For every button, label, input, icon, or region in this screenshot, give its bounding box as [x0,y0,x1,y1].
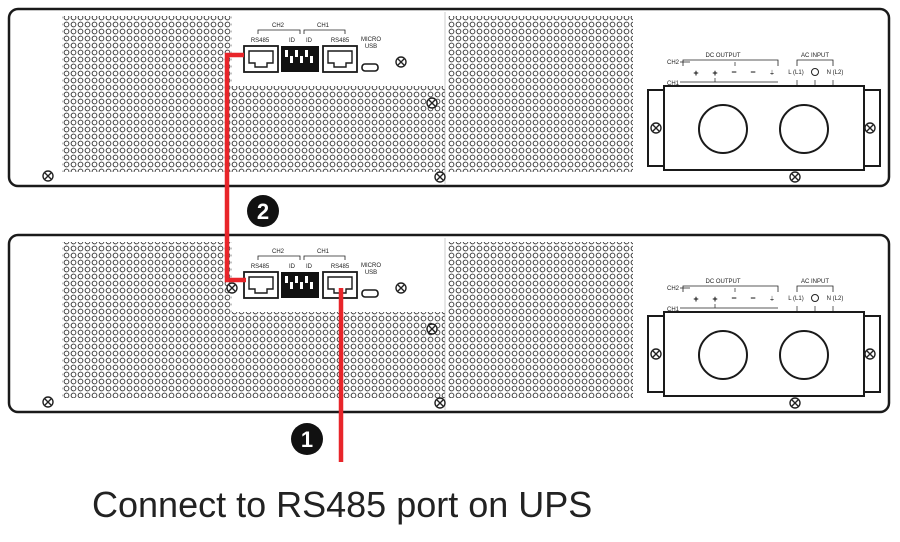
rs485-label: RS485 [251,38,270,44]
line-label: L (L1) [788,296,803,302]
micro-usb-label: USB [365,270,377,276]
dc-ch1-label: CH1 [667,307,680,313]
callout-number: 2 [257,199,269,224]
dc-ch2-label: CH2 [667,60,680,66]
micro-usb-label: MICRO [361,37,381,43]
neutral-label: N (L2) [827,296,844,302]
minus-icon: − [750,67,755,77]
rs485-port-ch2[interactable] [243,271,279,299]
micro-usb-label: MICRO [361,263,381,269]
ups-unit-top: CH2 CH1 RS485 ID ID RS485 MICRO USB DC O… [7,7,891,188]
line-label: L (L1) [788,70,803,76]
vent-grille-right [448,16,633,172]
ac-input-label: AC INPUT [801,279,829,285]
minus-icon: − [731,293,736,303]
micro-usb-label: USB [365,44,377,50]
rs485-link-cable [224,52,246,283]
cable-knockout-icon [698,330,748,380]
minus-icon: − [750,293,755,303]
plus-icon: + [712,294,717,304]
vent-grille-left [62,16,445,172]
rs485-label: RS485 [251,264,270,270]
micro-usb-port[interactable] [361,289,379,298]
screw-icon [395,56,407,68]
minus-icon: − [731,67,736,77]
screw-icon [42,170,54,182]
id-dip-switch[interactable] [281,272,319,298]
screw-icon [864,348,876,360]
screw-icon [395,282,407,294]
screw-icon [434,397,446,409]
callout-badge-2: 2 [247,195,279,227]
ch2-label: CH2 [272,23,285,29]
callout-number: 1 [301,427,313,452]
dc-ch2-label: CH2 [667,286,680,292]
screw-icon [42,396,54,408]
ac-input-label: AC INPUT [801,53,829,59]
cable-knockout-icon [698,104,748,154]
rs485-label: RS485 [331,38,350,44]
cable-knockout-icon [779,104,829,154]
micro-usb-port[interactable] [361,63,379,72]
ch2-label: CH2 [272,249,285,255]
screw-icon [226,282,238,294]
screw-icon [426,97,438,109]
screw-icon [864,122,876,134]
screw-icon [789,171,801,183]
ground-terminal-icon [811,68,819,76]
ups-unit-bottom: CH2 CH1 RS485 ID ID RS485 MICRO USB DC O… [7,233,891,414]
id-label: ID [306,264,313,270]
dc-ch1-label: CH1 [667,81,680,87]
screw-icon [434,171,446,183]
screw-icon [650,348,662,360]
rs485-port-ch2[interactable] [243,45,279,73]
id-label: ID [289,264,296,270]
plus-icon: + [712,68,717,78]
neutral-label: N (L2) [827,70,844,76]
screw-icon [789,397,801,409]
caption-text: Connect to RS485 port on UPS [92,484,593,525]
ground-icon: ⏚ [769,296,775,303]
ground-terminal-icon [811,294,819,302]
screw-icon [426,323,438,335]
dc-output-label: DC OUTPUT [706,53,741,59]
terminal-cover [647,85,881,171]
plus-icon: + [693,68,698,78]
vent-grille-right [448,242,633,398]
screw-icon [650,122,662,134]
ch1-label: CH1 [317,23,330,29]
terminal-cover [647,311,881,397]
dc-output-label: DC OUTPUT [706,279,741,285]
cable-knockout-icon [779,330,829,380]
rs485-label: RS485 [331,264,350,270]
callout-badge-1: 1 [291,423,323,455]
plus-icon: + [693,294,698,304]
id-dip-switch[interactable] [281,46,319,72]
id-label: ID [289,38,296,44]
ground-icon: ⏚ [769,70,775,77]
rs485-port-ch1[interactable] [322,45,358,73]
id-label: ID [306,38,313,44]
vent-grille-left [62,242,445,398]
ch1-label: CH1 [317,249,330,255]
